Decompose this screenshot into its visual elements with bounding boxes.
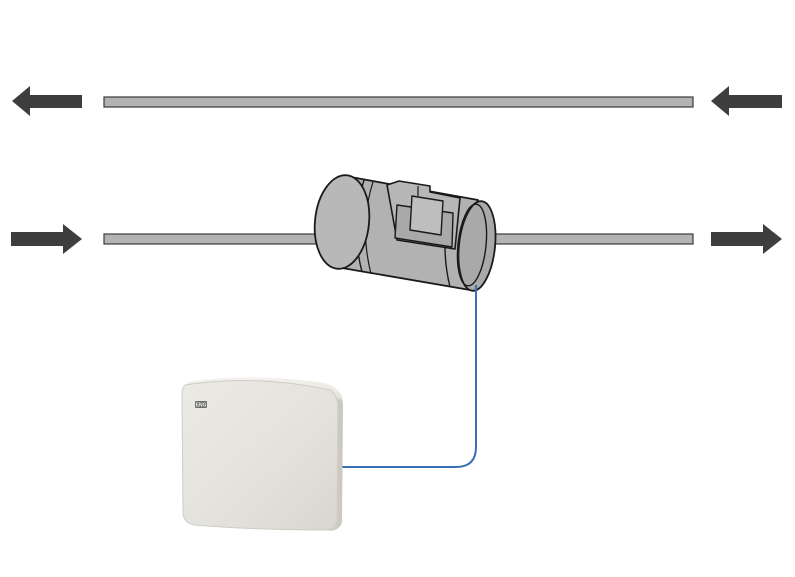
signal-cable-icon — [340, 285, 477, 468]
bottom-duct-right-segment — [491, 233, 694, 245]
controller-logo: ENG — [195, 401, 207, 409]
top-duct — [103, 96, 694, 108]
bottom-duct-left-segment — [103, 233, 323, 245]
bottom-left-arrow-icon — [11, 224, 82, 254]
bottom-right-arrow-icon — [711, 224, 782, 254]
top-left-arrow-icon — [12, 86, 82, 116]
damper-actuator-icon — [313, 174, 497, 292]
svg-text:ENG: ENG — [196, 403, 207, 409]
top-right-arrow-icon — [711, 86, 782, 116]
room-controller-icon: ENG — [181, 377, 343, 531]
